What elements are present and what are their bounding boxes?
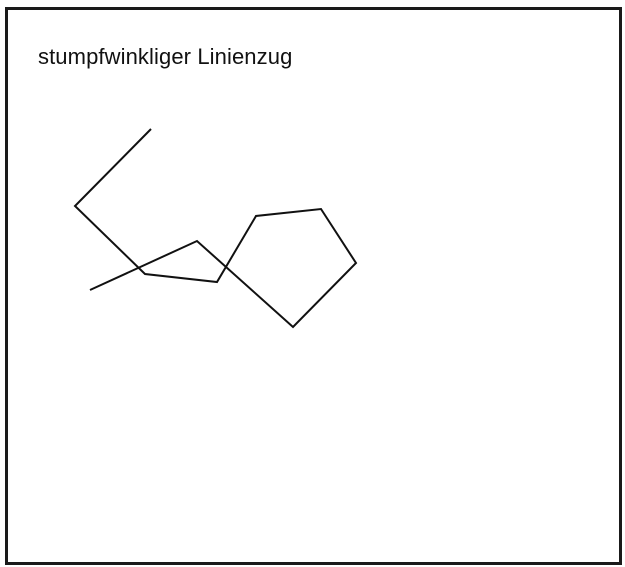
figure-frame: stumpfwinkliger Linienzug [5, 7, 622, 565]
obtuse-polyline [73, 128, 358, 329]
figure-title: stumpfwinkliger Linienzug [38, 44, 293, 69]
polyline-drawing [73, 128, 358, 329]
